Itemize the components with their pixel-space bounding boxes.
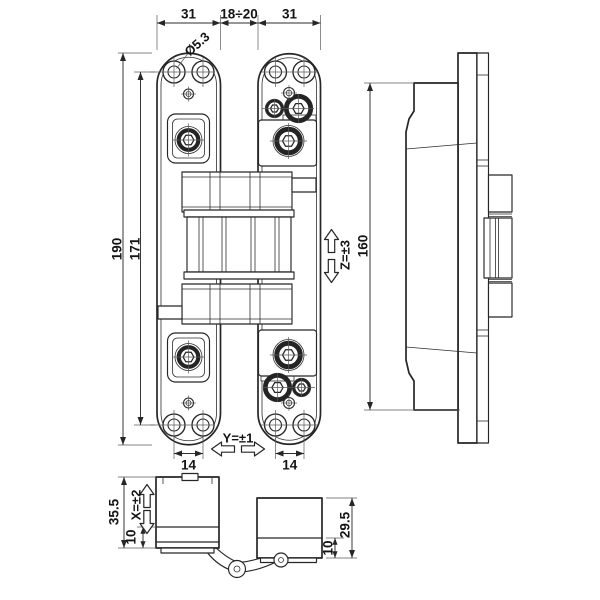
z-down-arrow-icon <box>323 258 340 284</box>
front-view <box>150 52 322 446</box>
dim-plan-right-offset-label: 10 <box>321 540 336 555</box>
dim-side-height-label: 160 <box>356 235 371 258</box>
dim-overall-height-label: 190 <box>110 238 125 261</box>
dimension-annotations: 31 18÷20 31 Ø5.3 190 171 160 Z=±3 Y=±1 <box>107 7 460 559</box>
y-adjustment-label: Y=±1 <box>223 431 254 446</box>
plan-left-block <box>155 476 220 549</box>
plan-pivot-large <box>227 559 247 579</box>
dim-span-left-label: 14 <box>181 458 197 473</box>
x-adjustment-label: X=±2 <box>129 490 144 521</box>
dim-plan-right-total-label: 29.5 <box>338 511 353 538</box>
plan-view <box>155 472 323 579</box>
linkage-mechanism <box>157 171 317 325</box>
dim-top-center-label: 18÷20 <box>220 7 257 22</box>
centerlines <box>150 57 318 440</box>
z-up-arrow-icon <box>323 228 340 254</box>
side-frame-plate <box>457 52 478 444</box>
dim-span-right-label: 14 <box>282 458 298 473</box>
dim-hole-span-height-label: 171 <box>128 237 143 260</box>
dim-top-right-label: 31 <box>282 7 298 22</box>
side-door-body <box>405 82 459 411</box>
dim-plan-total-label: 35.5 <box>107 498 122 525</box>
plan-right-block <box>256 497 323 559</box>
dim-top-left-label: 31 <box>181 7 197 22</box>
side-knuckles <box>483 174 513 318</box>
plan-pivot-small <box>273 552 289 568</box>
z-adjustment-label: Z=±3 <box>338 240 353 270</box>
side-view <box>405 52 513 444</box>
dim-plan-left-offset-label: 10 <box>124 529 139 544</box>
